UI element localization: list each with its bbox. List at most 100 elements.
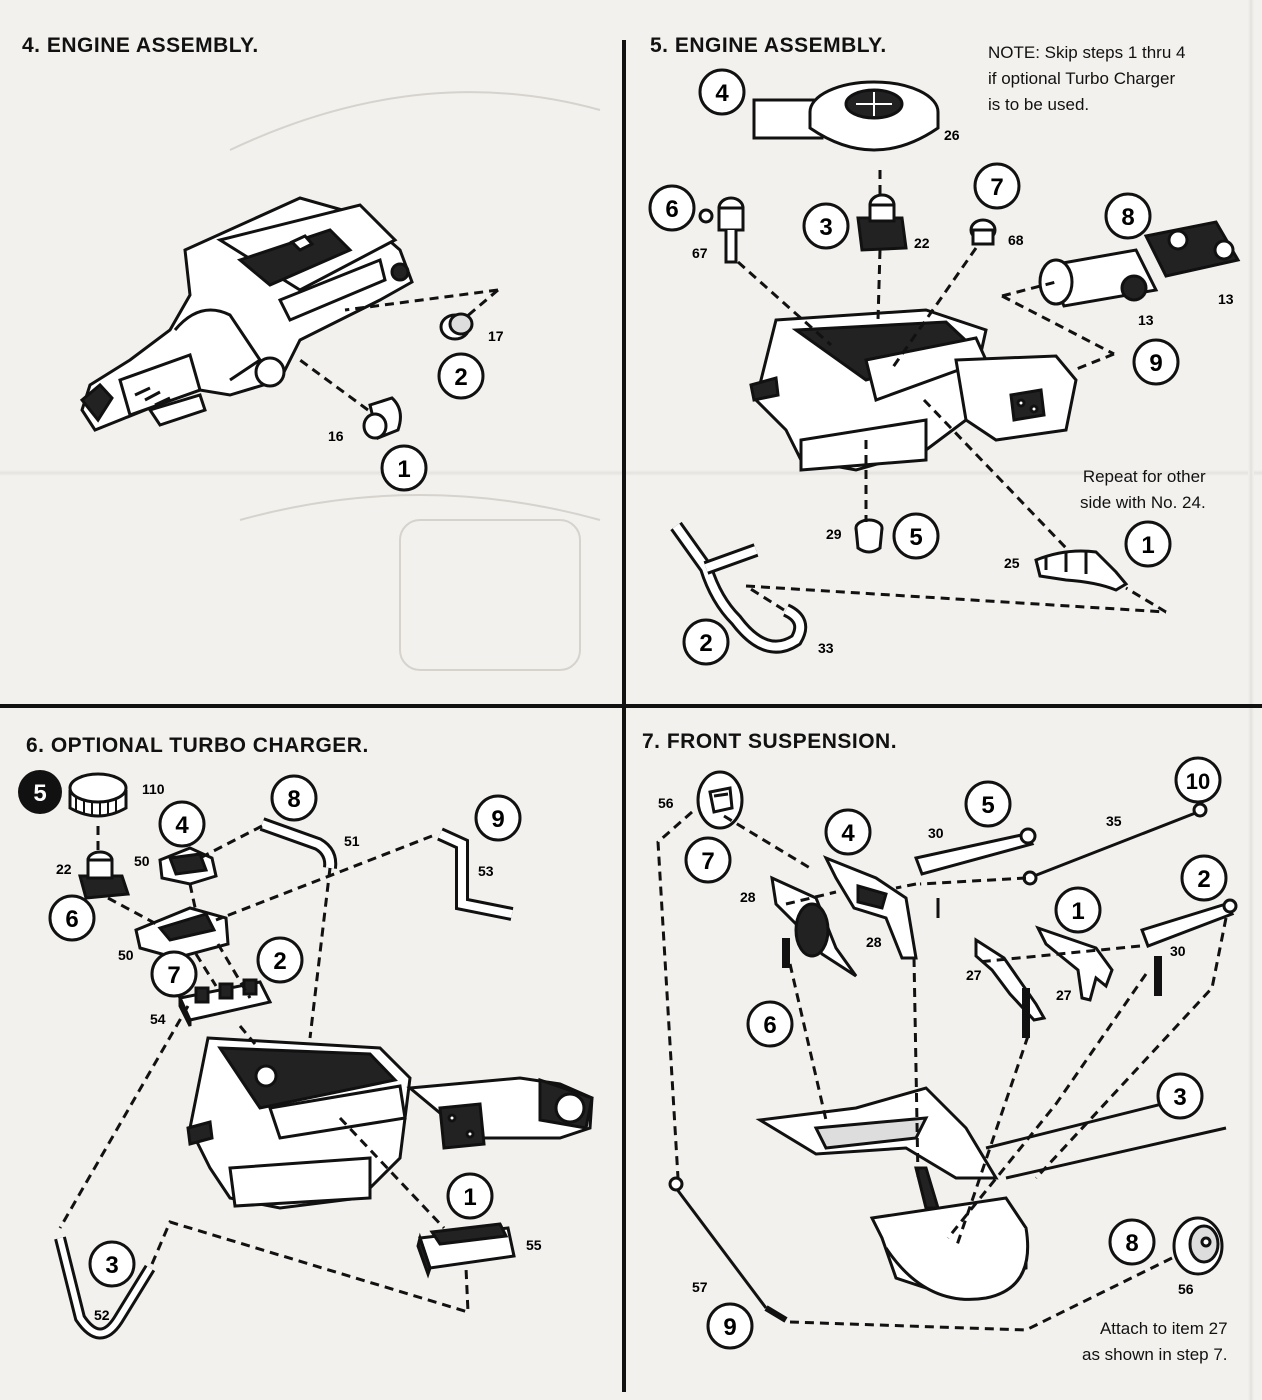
engine-transmission-part — [79, 196, 414, 432]
step-callout-4: 4 — [158, 800, 206, 848]
part-number-13b: 13 — [1218, 291, 1234, 307]
part-30-lower-arm — [1140, 898, 1238, 996]
chassis-frame-part — [755, 1086, 1227, 1301]
step-callouts: 7 4 5 10 2 1 6 3 8 9 — [684, 756, 1228, 1350]
part-22-carburetor — [78, 850, 131, 900]
svg-text:9: 9 — [723, 1314, 736, 1341]
step-callout-6: 6 — [48, 894, 96, 942]
step-callout-8: 8 — [1108, 1218, 1156, 1266]
svg-text:3: 3 — [819, 214, 832, 241]
part-56-brake-hub — [696, 770, 744, 830]
step-callout-5: 5 — [892, 512, 940, 560]
part-number-35: 35 — [1106, 813, 1122, 829]
svg-text:4: 4 — [841, 820, 855, 847]
part-number-25: 25 — [1004, 555, 1020, 571]
repeat-note: Repeat for other side with No. 24. — [1080, 467, 1206, 512]
panel-divider-vertical — [622, 40, 626, 1392]
part-number-30a: 30 — [928, 825, 944, 841]
paper-fold-horizontal — [0, 470, 1262, 476]
step-callout-4: 4 — [824, 808, 872, 856]
part-number-22: 22 — [914, 235, 930, 251]
panel-title: 7. FRONT SUSPENSION. — [642, 730, 898, 753]
part-57-steering-link — [668, 1176, 788, 1323]
step-callout-3: 3 — [88, 1240, 136, 1288]
assembly-leader-lines — [299, 288, 499, 412]
part-number-110: 110 — [142, 781, 165, 797]
step-callout-2: 2 — [256, 936, 304, 984]
part-number-52: 52 — [94, 1307, 110, 1323]
engine-turbo-part — [186, 1036, 594, 1210]
svg-text:2: 2 — [1197, 866, 1210, 893]
step-callout-1: 1 — [1054, 886, 1102, 934]
panel-title: 5. ENGINE ASSEMBLY. — [650, 34, 887, 57]
ghost-show-through — [229, 91, 601, 671]
step-callouts: 4 6 3 7 8 9 5 1 2 — [648, 68, 1180, 666]
part-number-28a: 28 — [740, 889, 756, 905]
svg-text:3: 3 — [1173, 1084, 1186, 1111]
part-25-exhaust-manifold — [1034, 549, 1129, 592]
panel-title: 4. ENGINE ASSEMBLY. — [22, 34, 259, 57]
svg-text:7: 7 — [990, 174, 1003, 201]
step-5-diagram: 4 6 3 7 8 9 5 1 2 26 67 22 68 13 13 29 2… — [648, 68, 1241, 666]
svg-text:5: 5 — [909, 524, 922, 551]
part-50-lower-housing — [134, 906, 230, 960]
svg-text:9: 9 — [491, 806, 504, 833]
part-number-56a: 56 — [658, 795, 674, 811]
svg-text:7: 7 — [167, 962, 180, 989]
part-number-17: 17 — [488, 328, 504, 344]
svg-text:3: 3 — [105, 1252, 118, 1279]
panel-step-5-engine-assembly: 5. ENGINE ASSEMBLY. NOTE: Skip steps 1 t… — [626, 0, 1262, 704]
part-number-30b: 30 — [1170, 943, 1186, 959]
step-callout-4: 4 — [698, 68, 746, 116]
step-callout-2: 2 — [437, 352, 485, 400]
svg-text:10: 10 — [1186, 769, 1210, 794]
assembly-leader-lines — [737, 170, 1167, 614]
step-callout-9: 9 — [706, 1302, 754, 1350]
part-number-26: 26 — [944, 127, 960, 143]
part-numbers: 26 67 22 68 13 13 29 25 33 — [692, 127, 1234, 656]
part-number-27a: 27 — [966, 967, 982, 983]
part-28-spindle-assembly — [770, 855, 918, 978]
step-callout-8: 8 — [1104, 192, 1152, 240]
part-29-cup — [854, 518, 884, 554]
part-number-51: 51 — [344, 833, 360, 849]
part-number-33: 33 — [818, 640, 834, 656]
step-callout-2: 2 — [682, 618, 730, 666]
panel-step-7-front-suspension: 7. FRONT SUSPENSION. Attach to item 27 a… — [626, 708, 1262, 1400]
step-callout-3: 3 — [802, 202, 850, 250]
svg-text:7: 7 — [701, 848, 714, 875]
step-6-diagram: 5 4 8 9 6 7 2 1 3 110 22 50 51 53 50 54 … — [18, 770, 594, 1340]
step-callout-1: 1 — [1124, 520, 1172, 568]
svg-text:2: 2 — [454, 364, 467, 391]
part-27-lower-arm — [974, 925, 1114, 1038]
svg-text:1: 1 — [463, 1184, 476, 1211]
turbo-skip-note: NOTE: Skip steps 1 thru 4 if optional Tu… — [988, 43, 1186, 114]
part-number-57: 57 — [692, 1279, 708, 1295]
step-callouts: 4 8 9 6 7 2 1 3 — [48, 774, 522, 1288]
part-number-67: 67 — [692, 245, 708, 261]
svg-text:2: 2 — [273, 948, 286, 975]
paper-fold-vertical — [1248, 0, 1254, 1400]
part-51-tube — [259, 817, 338, 869]
part-53-hose — [437, 827, 514, 921]
part-30-upper-arm — [913, 827, 1037, 918]
part-16-plug — [362, 396, 402, 441]
step-callout-2: 2 — [1180, 854, 1228, 902]
assembly-leader-lines — [656, 810, 1228, 1332]
step-callout-9: 9 — [474, 794, 522, 842]
part-number-56b: 56 — [1178, 1281, 1194, 1297]
step-callout-6: 6 — [746, 1000, 794, 1048]
panel-step-6-turbo-charger: 6. OPTIONAL TURBO CHARGER. — [0, 708, 622, 1400]
part-number-27b: 27 — [1056, 987, 1072, 1003]
part-number-54: 54 — [150, 1011, 166, 1027]
step-callout-3: 3 — [1156, 1072, 1204, 1120]
step-7-diagram: 7 4 5 10 2 1 6 3 8 9 56 30 35 28 28 27 2… — [656, 756, 1238, 1350]
step-callout-7: 7 — [150, 950, 198, 998]
step-callout-5-label: 5 — [33, 780, 46, 807]
part-26-air-cleaner — [752, 80, 940, 152]
step-callout-6: 6 — [648, 184, 696, 232]
attach-note: Attach to item 27 as shown in step 7. — [1082, 1319, 1228, 1364]
part-68-cap — [969, 218, 997, 246]
part-numbers: 56 30 35 28 28 27 27 30 56 57 — [658, 795, 1194, 1297]
